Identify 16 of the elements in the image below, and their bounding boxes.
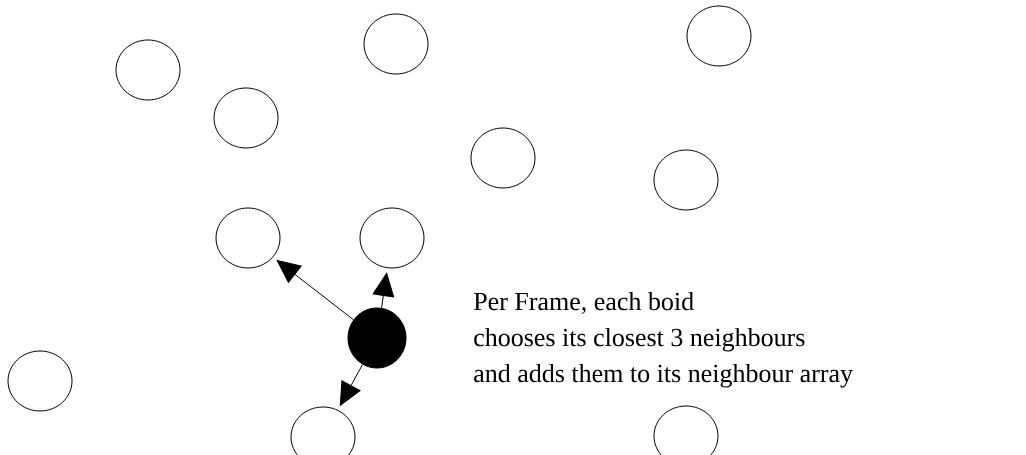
arrow <box>339 364 363 406</box>
empty-circle <box>363 13 429 75</box>
empty-circle <box>470 127 536 189</box>
arrow <box>276 260 354 321</box>
arrow <box>372 272 395 309</box>
empty-circle <box>115 39 181 101</box>
empty-circle <box>359 207 425 269</box>
note-text: Per Frame, each boid <box>473 291 694 314</box>
empty-circle <box>213 87 279 149</box>
note-text: and adds them to its neighbour array <box>474 363 853 388</box>
note-text: chooses its closest 3 neighbours <box>474 327 805 352</box>
empty-circle <box>653 149 719 211</box>
filled-circle <box>347 307 407 369</box>
empty-circle <box>686 5 752 67</box>
empty-circle <box>7 350 73 412</box>
empty-circle <box>215 207 281 269</box>
